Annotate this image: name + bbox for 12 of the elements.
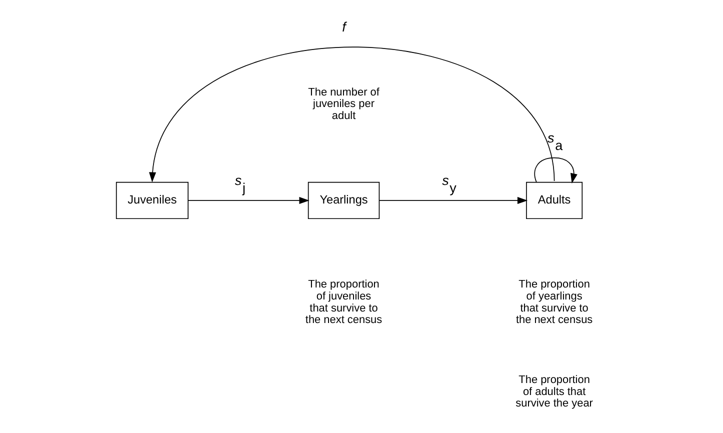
arrow	[534, 157, 578, 184]
label: The proportion of juveniles that survive to the next census	[305, 278, 382, 326]
node-box: Yearlings	[308, 182, 380, 220]
label: The proportion of adults that survive the year	[516, 374, 593, 410]
node-box: Adults	[526, 182, 583, 220]
arrow	[188, 196, 310, 204]
edge-label: f	[342, 20, 346, 35]
label: The number of juveniles per adult	[308, 86, 380, 122]
arrow	[149, 46, 555, 182]
arrow	[378, 196, 528, 204]
node-box: Juveniles	[116, 182, 189, 220]
label: The proportion of yearlings that survive to the next census	[516, 278, 593, 326]
